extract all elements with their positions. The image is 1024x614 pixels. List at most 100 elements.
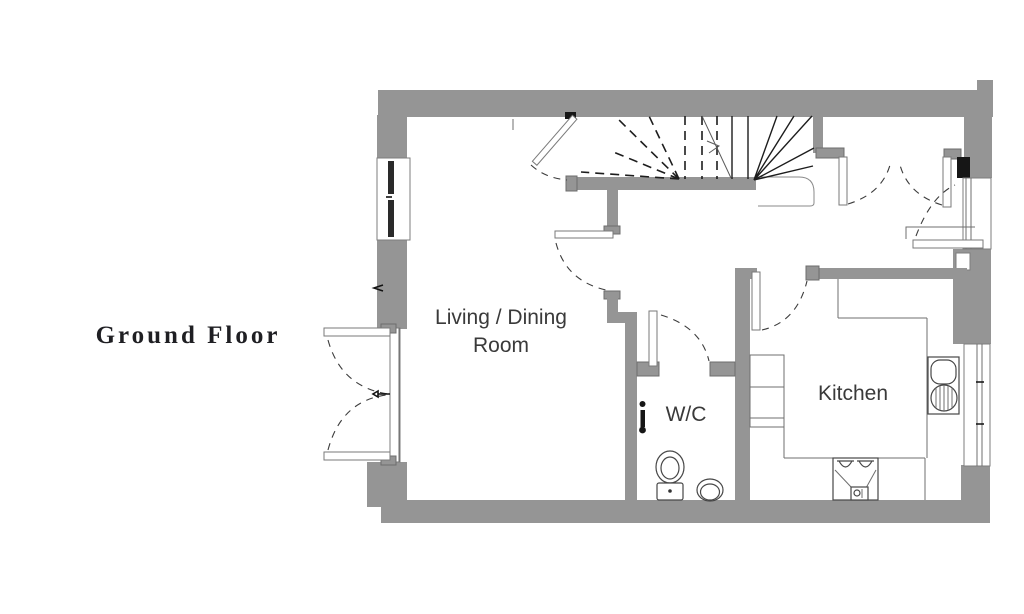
stair-direction-line: [701, 115, 732, 179]
french-door-leaf-bottom: [323, 451, 391, 461]
stair-risers-dashed: [684, 116, 718, 179]
hall-door-leaf-left: [838, 156, 848, 206]
windows: [376, 157, 992, 467]
wall-left-upper: [377, 115, 407, 159]
kitchen-door-arc: [761, 280, 808, 331]
living-door-leaf: [554, 230, 614, 239]
basin-inner: [699, 483, 721, 501]
basin: [696, 478, 724, 502]
stair-winders-dashed: [580, 115, 680, 180]
front-door-frame-lines: [965, 178, 972, 249]
french-door-leaf-top: [323, 327, 391, 337]
front-door-pier: [957, 157, 970, 178]
meter-box-recess: [955, 252, 971, 271]
doors: [512, 112, 984, 367]
cooker: [832, 457, 879, 501]
hall-door-stub-left: [815, 147, 845, 159]
kitchen-units-left: [749, 354, 785, 428]
wall-bottom: [381, 500, 990, 523]
radiator-symbol: [639, 401, 646, 434]
radiator-bar: [640, 410, 645, 427]
wc-door-leaf: [648, 310, 658, 367]
hall-door-arc-left: [847, 160, 892, 205]
window-kitchen-glazing: [976, 344, 983, 466]
floor-title: Ground Floor: [96, 322, 281, 349]
understair-wall-jamb: [565, 175, 578, 192]
hall-door-stub-right: [943, 148, 962, 160]
stair-direction-break: [706, 140, 721, 154]
radiator-dot-top: [639, 401, 646, 407]
living-door-arc: [555, 242, 607, 291]
wall-top: [378, 90, 992, 117]
living-dining-label-line2: Room: [473, 334, 529, 357]
wc-door: [648, 310, 710, 367]
stair-risers-solid: [731, 116, 749, 179]
cooker-dial: [853, 489, 861, 497]
stair-door-jamb: [565, 112, 576, 119]
hall-door-leaf-right: [942, 156, 952, 208]
cooker-burner-right: [857, 460, 874, 468]
cooker-burner-left: [837, 460, 854, 468]
front-door-sidelight: [962, 177, 992, 250]
hall-double-doors: [838, 156, 952, 208]
sink-bowl: [930, 359, 957, 385]
front-door-threshold-line: [905, 226, 975, 239]
wc-door-stub-right: [709, 361, 736, 377]
front-door-leaf: [912, 239, 984, 249]
kitchen-label: Kitchen: [818, 382, 888, 405]
kitchen-door-leaf: [751, 271, 761, 331]
stair-door: [512, 112, 578, 181]
interior-walls: [565, 115, 970, 502]
living-door-wall-upper: [607, 190, 618, 232]
kitchen-door-jamb: [805, 265, 820, 281]
understair-wall: [568, 177, 756, 190]
french-door-arc-bottom: [327, 394, 387, 451]
living-room-door: [554, 230, 614, 291]
front-door-opening: [962, 177, 992, 250]
french-door-meeting-tick: [371, 389, 390, 399]
kitchen-units-dividers: [750, 386, 784, 419]
wc-label: W/C: [666, 403, 707, 426]
kitchen-top-wall: [808, 268, 967, 279]
stair-side-wall: [813, 115, 823, 153]
wc-wall-elbow: [607, 312, 637, 323]
stair-rounded-end: [756, 176, 815, 207]
wall-top-right-pier: [977, 80, 993, 117]
wc-door-arc: [660, 314, 710, 362]
french-door-arc-top: [327, 339, 389, 395]
hall-door-arc-right: [898, 160, 943, 206]
kitchen-counters: [749, 279, 960, 501]
wall-right-lower: [961, 465, 990, 523]
cooker-funnel-lines: [834, 469, 877, 489]
wall-centre-tick: [371, 284, 384, 292]
sink-drainer-hatch: [935, 385, 953, 411]
kitchen-sink: [927, 356, 960, 415]
wc-right-wall: [735, 268, 750, 502]
kitchen-door: [751, 271, 808, 331]
wc-left-wall: [625, 318, 637, 502]
wall-left-middle: [377, 239, 407, 329]
stair-door-leaf: [531, 114, 578, 166]
toilet-bowl-inner: [660, 456, 680, 480]
french-doors: [323, 284, 401, 466]
window-left-glazing-upper: [388, 161, 394, 194]
stair-winders-solid: [753, 115, 815, 181]
living-dining-label-line1: Living / Dining: [435, 306, 567, 329]
exterior-walls: [367, 80, 993, 523]
window-kitchen-ticks: [976, 381, 984, 425]
stair-door-arc: [530, 164, 568, 181]
living-door-wall-lower: [607, 293, 618, 320]
wc-fixtures: [639, 401, 724, 502]
window-kitchen: [963, 343, 991, 467]
kitchen-wall-left-stub: [735, 268, 757, 279]
wall-left-lower: [367, 462, 407, 507]
front-door: [905, 184, 984, 249]
labels: Ground Floor Living / Dining Room W/C Ki…: [96, 306, 888, 426]
staircase: [580, 115, 815, 181]
radiator-dot-bottom: [639, 426, 646, 434]
toilet: [655, 450, 685, 501]
toilet-flush-dot: [668, 489, 672, 493]
window-left-glazing-lower: [388, 200, 394, 237]
